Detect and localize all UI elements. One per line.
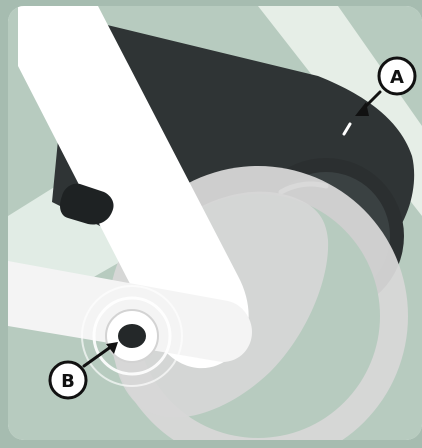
illustration-panel: A B — [8, 6, 422, 440]
bike-wheel-hub-diagram: A B — [8, 6, 422, 440]
axle-center — [118, 324, 146, 348]
callout-a-label: A — [390, 67, 404, 88]
callout-b-label: B — [61, 371, 75, 392]
